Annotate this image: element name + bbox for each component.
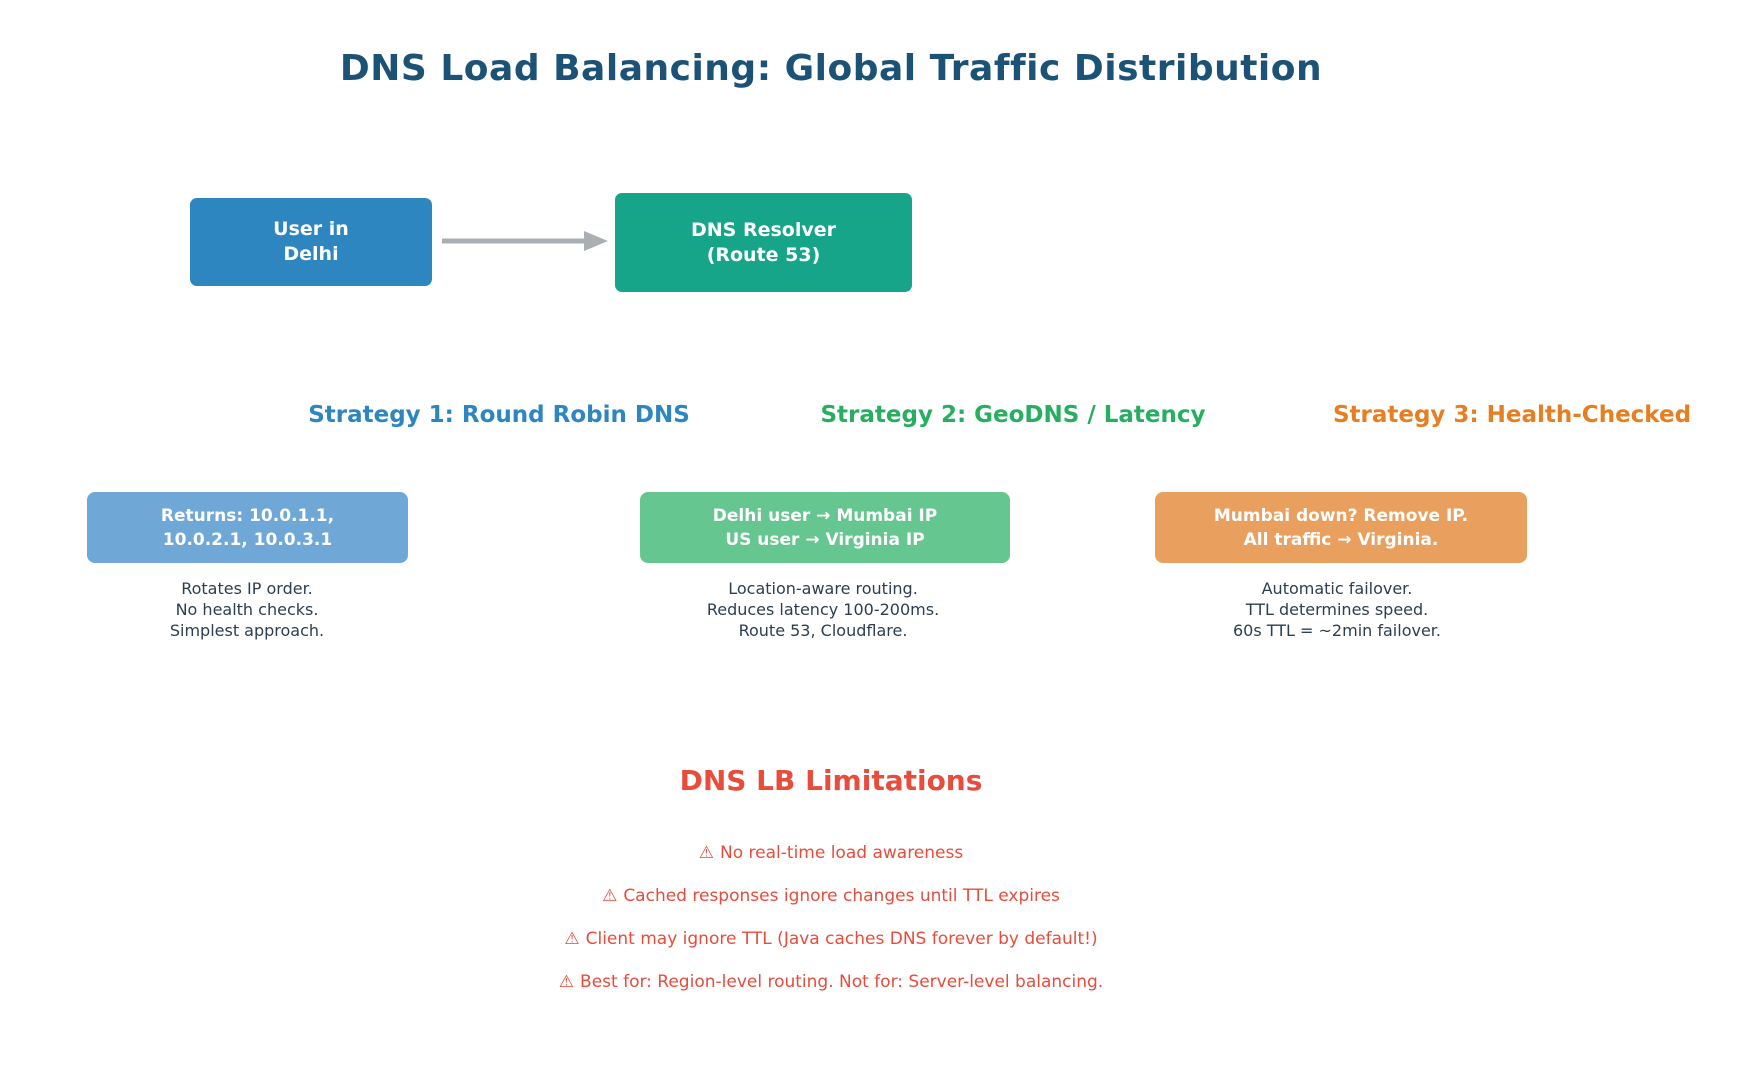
strategy-3-box-line2: All traffic → Virginia. [1243,529,1439,550]
warning-text: No real-time load awareness [720,843,964,863]
strategy-2-note-line: Reduces latency 100-200ms. [706,600,940,619]
strategy-3-note-line: 60s TTL = ~2min failover. [1232,621,1441,640]
strategy-1-note-line: No health checks. [175,600,319,619]
strategy-3-notes: Automatic failover. TTL determines speed… [1137,578,1537,641]
warning-item: ⚠Best for: Region-level routing. Not for… [0,972,1662,992]
warning-text: Client may ignore TTL (Java caches DNS f… [585,929,1098,949]
strategy-1-heading: Strategy 1: Round Robin DNS [308,402,690,428]
strategy-1-box: Returns: 10.0.1.1, 10.0.2.1, 10.0.3.1 [87,492,408,563]
user-delhi-node: User in Delhi [190,198,432,286]
warning-item: ⚠No real-time load awareness [0,843,1662,863]
strategy-3-box: Mumbai down? Remove IP. All traffic → Vi… [1155,492,1527,563]
strategy-1-note-line: Rotates IP order. [181,579,313,598]
warning-item: ⚠Client may ignore TTL (Java caches DNS … [0,929,1662,949]
strategy-1-box-line1: Returns: 10.0.1.1, [160,505,335,526]
strategy-1-note-line: Simplest approach. [169,621,325,640]
warning-icon: ⚠ [698,843,715,863]
right-arrow-icon [442,231,608,251]
warning-item: ⚠Cached responses ignore changes until T… [0,886,1662,906]
warning-text: Cached responses ignore changes until TT… [623,886,1060,906]
strategy-2-box-line1: Delhi user → Mumbai IP [712,505,938,526]
strategy-2-note-line: Location-aware routing. [728,579,918,598]
warning-icon: ⚠ [564,929,580,949]
warning-text: Best for: Region-level routing. Not for:… [580,972,1104,992]
warning-icon: ⚠ [602,886,618,906]
dns-resolver-node: DNS Resolver (Route 53) [615,193,912,292]
strategy-2-heading: Strategy 2: GeoDNS / Latency [820,402,1206,428]
user-delhi-label-line1: User in [273,218,349,240]
warning-icon: ⚠ [558,972,575,992]
strategy-2-box-line2: US user → Virginia IP [725,529,925,550]
user-delhi-label-line2: Delhi [283,243,339,265]
limitations-heading: DNS LB Limitations [679,764,983,797]
strategy-3-note-line: TTL determines speed. [1245,600,1429,619]
strategy-3-heading: Strategy 3: Health-Checked [1332,402,1692,428]
strategy-1-notes: Rotates IP order. No health checks. Simp… [47,578,447,641]
dns-resolver-label-line2: (Route 53) [706,243,821,266]
strategy-3-box-line1: Mumbai down? Remove IP. [1213,505,1469,526]
page-title: DNS Load Balancing: Global Traffic Distr… [339,48,1323,89]
strategy-1-box-line2: 10.0.2.1, 10.0.3.1 [162,529,333,550]
strategy-2-note-line: Route 53, Cloudflare. [738,621,908,640]
dns-resolver-label-line1: DNS Resolver [690,218,836,241]
strategy-3-note-line: Automatic failover. [1261,579,1413,598]
strategy-2-notes: Location-aware routing. Reduces latency … [623,578,1023,641]
strategy-2-box: Delhi user → Mumbai IP US user → Virgini… [640,492,1010,563]
